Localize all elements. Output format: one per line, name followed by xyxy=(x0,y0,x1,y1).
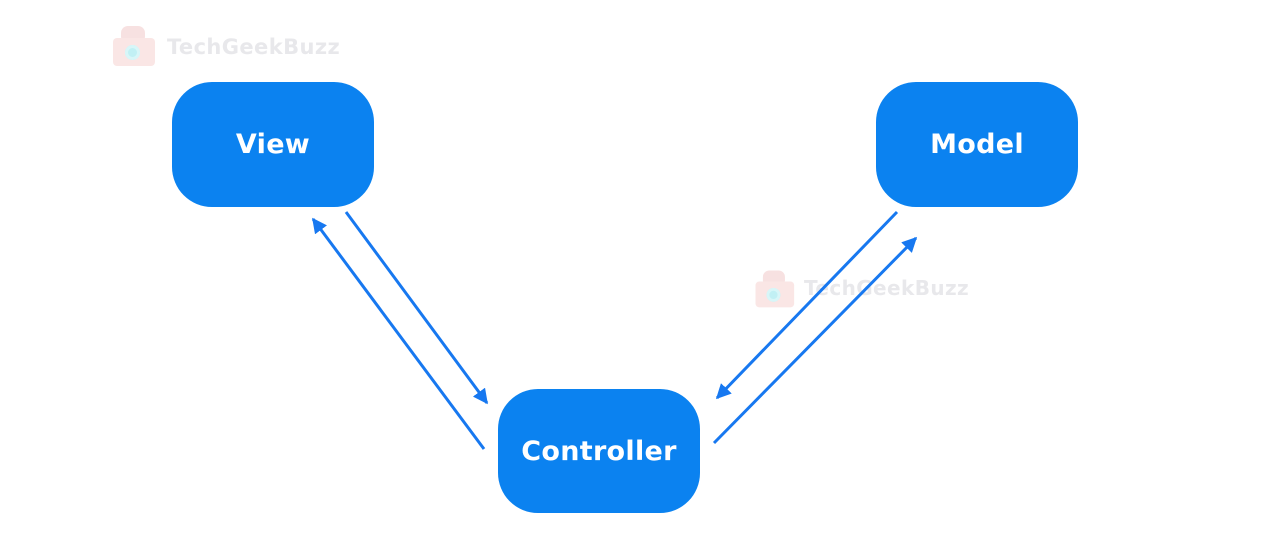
camera-lens-shape xyxy=(766,288,781,302)
watermark: TechGeekBuzz xyxy=(112,25,340,69)
node-view-label: View xyxy=(235,129,311,160)
node-controller-label: Controller xyxy=(521,435,677,467)
camera-viewfinder-shape xyxy=(121,26,145,40)
watermark-text: TechGeekBuzz xyxy=(167,35,341,59)
arrow-controller-to-view xyxy=(311,217,486,450)
camera-viewfinder-shape xyxy=(762,270,785,284)
techgeekbuzz-camera-logo-icon xyxy=(755,270,795,308)
arrow-controller-to-model xyxy=(712,236,918,445)
node-view: View xyxy=(172,82,374,207)
camera-lens-shape xyxy=(125,45,140,60)
node-controller: Controller xyxy=(498,389,700,513)
arrow-model-to-controller xyxy=(715,210,899,400)
techgeekbuzz-camera-logo-icon xyxy=(112,25,156,69)
watermark: TechGeekBuzz xyxy=(753,268,969,308)
node-model: Model xyxy=(876,82,1078,207)
arrow-view-to-controller xyxy=(344,211,489,405)
node-model-label: Model xyxy=(930,129,1024,160)
